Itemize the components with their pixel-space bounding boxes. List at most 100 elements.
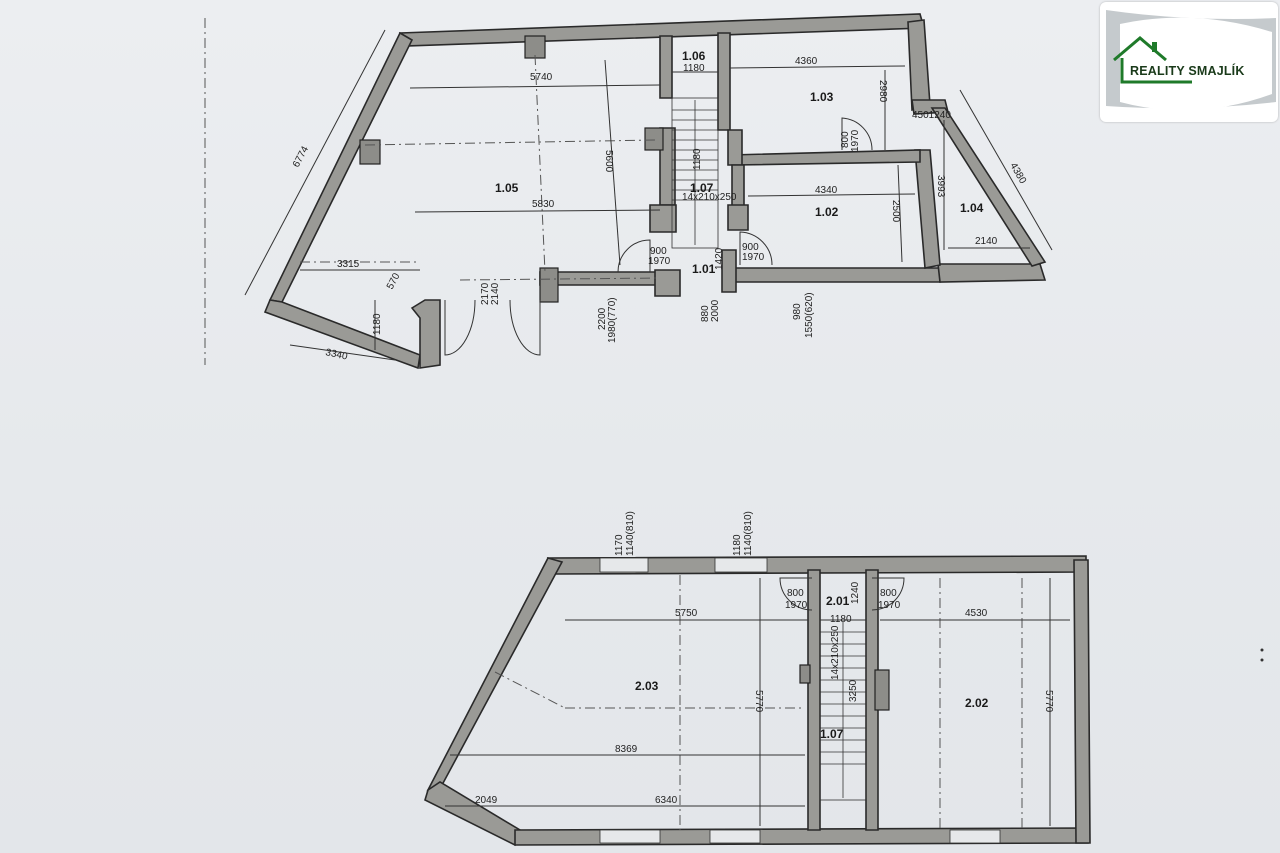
dim-5740: 5740 bbox=[530, 72, 553, 83]
dim-4340: 4340 bbox=[815, 185, 838, 196]
room-label-1-01: 1.01 bbox=[692, 262, 716, 276]
upper-dimension-lines bbox=[445, 578, 1070, 826]
wall-front-c bbox=[937, 263, 1047, 283]
pier-core-b bbox=[727, 204, 749, 231]
dim-2500: 2500 bbox=[890, 200, 901, 223]
pier-1 bbox=[524, 35, 546, 59]
dim-1180-a: 1180 bbox=[683, 63, 705, 74]
udim-2049: 2049 bbox=[475, 795, 498, 806]
upper-pier-left bbox=[799, 664, 811, 684]
door-102 bbox=[739, 231, 773, 266]
upper-door-right bbox=[871, 577, 905, 611]
wall-core-bottom bbox=[721, 249, 737, 293]
room-label-1-05: 1.05 bbox=[495, 181, 519, 195]
dim-5600: 5600 bbox=[603, 150, 614, 173]
wall-core-left-top bbox=[659, 35, 673, 99]
house-roof-icon bbox=[1113, 36, 1167, 62]
udim-5770-right: 5770 bbox=[1043, 690, 1054, 713]
dim-1180-b: 1180 bbox=[372, 313, 383, 335]
upper-stair bbox=[819, 619, 867, 801]
dim-3340: 3340 bbox=[324, 347, 348, 362]
udim-1970-b: 1970 bbox=[878, 600, 901, 611]
udim-1180-a: 1180 bbox=[732, 534, 743, 556]
dim-1970-b: 1970 bbox=[742, 252, 765, 263]
room-label-1-04: 1.04 bbox=[960, 201, 984, 215]
pier-4 bbox=[644, 127, 664, 151]
wall-core-joint bbox=[727, 129, 743, 166]
dim-4501240: 4501240 bbox=[912, 110, 951, 121]
udim-5750: 5750 bbox=[675, 608, 698, 619]
dim-1420: 1420 bbox=[714, 247, 725, 270]
dim-3315: 3315 bbox=[337, 259, 360, 270]
dim-3993: 3993 bbox=[935, 175, 946, 198]
wall-102-top bbox=[728, 149, 921, 166]
axis-h1 bbox=[364, 139, 656, 146]
room-label-2-03: 2.03 bbox=[635, 679, 659, 693]
udim-8369: 8369 bbox=[615, 744, 638, 755]
dim-2000: 2000 bbox=[710, 299, 721, 322]
door-103 bbox=[841, 117, 873, 151]
udim-1170: 1170 bbox=[614, 534, 625, 556]
wall-right-slanted bbox=[930, 107, 1047, 267]
wall-entrance-pier bbox=[410, 299, 441, 369]
udim-stair-14x210x250: 14x210x250 bbox=[830, 625, 841, 680]
dim-900-a: 900 bbox=[650, 246, 667, 257]
udim-1240: 1240 bbox=[850, 581, 861, 604]
axis-v1 bbox=[534, 54, 546, 273]
dim-880-a: 880 bbox=[700, 305, 711, 322]
udim-1970-a: 1970 bbox=[785, 600, 808, 611]
pier-core-a bbox=[649, 204, 677, 233]
upper-window-1 bbox=[599, 557, 649, 573]
ground-floor-plan: 1.06 1.03 1.05 1.07 1.02 1.04 1.01 5740 … bbox=[244, 13, 1053, 370]
room-label-1-07: 1.07 bbox=[690, 181, 714, 195]
upper-axis-a bbox=[494, 671, 566, 709]
upper-wall-lower-left bbox=[424, 781, 521, 847]
wall-core-right-top bbox=[717, 32, 731, 131]
door-105 bbox=[617, 239, 651, 273]
udim-6340: 6340 bbox=[655, 795, 678, 806]
dim-2140-a: 2140 bbox=[975, 236, 998, 247]
dim-4360: 4360 bbox=[795, 56, 818, 67]
upper-door-left bbox=[779, 577, 813, 611]
door-entrance-right bbox=[509, 299, 541, 356]
dim-1980-770: 1980(770) bbox=[607, 297, 618, 343]
udim-1140-810-a: 1140(810) bbox=[625, 511, 636, 556]
dim-6774: 6774 bbox=[291, 144, 311, 169]
wall-lower-left bbox=[263, 299, 421, 370]
dim-2170: 2170 bbox=[480, 282, 491, 305]
logo-graphic bbox=[1106, 10, 1276, 111]
pier-3 bbox=[539, 267, 559, 303]
upper-window-2 bbox=[714, 557, 768, 573]
dim-980: 980 bbox=[792, 303, 803, 320]
dim-5830: 5830 bbox=[532, 199, 555, 210]
stray-mark-dot-2 bbox=[1260, 658, 1264, 662]
room-label-1-02: 1.02 bbox=[815, 205, 839, 219]
room-label-2-02: 2.02 bbox=[965, 696, 989, 710]
wall-front-b bbox=[729, 267, 941, 283]
dim-stair-14x210x250-a: 1180 bbox=[692, 148, 703, 170]
udim-4530: 4530 bbox=[965, 608, 988, 619]
logo-brand-text: REALITY SMAJLÍK bbox=[1130, 64, 1245, 78]
dim-2980: 2980 bbox=[877, 80, 888, 103]
udim-800-a: 800 bbox=[787, 588, 804, 599]
room-label-1-06: 1.06 bbox=[682, 49, 706, 63]
dim-4380: 4380 bbox=[1007, 161, 1028, 186]
dim-1970-a: 1970 bbox=[648, 256, 671, 267]
wall-right-upper bbox=[907, 19, 931, 112]
house-chimney-icon bbox=[1152, 42, 1157, 52]
door-entrance-left bbox=[444, 299, 476, 356]
udim-1180-b: 1180 bbox=[830, 614, 852, 625]
dim-800-a: 800 bbox=[840, 131, 851, 148]
upper-wall-right bbox=[1073, 559, 1091, 844]
ground-stair bbox=[671, 97, 719, 249]
udim-3250: 3250 bbox=[848, 679, 859, 702]
axis-h3 bbox=[459, 277, 661, 281]
house-wall-icon bbox=[1120, 58, 1192, 84]
room-label-1-07-upper: 1.07 bbox=[820, 727, 844, 741]
pier-core-c bbox=[654, 269, 681, 297]
udim-1140-810-b: 1140(810) bbox=[743, 511, 754, 556]
upper-core-left bbox=[807, 569, 821, 831]
pier-2 bbox=[359, 139, 381, 165]
